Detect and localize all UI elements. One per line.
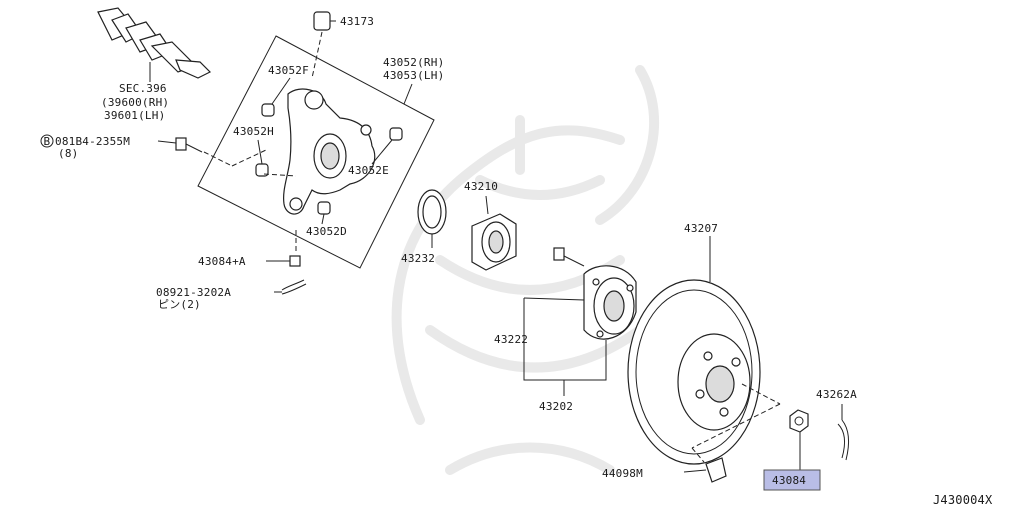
label-43052f: 43052F bbox=[268, 64, 309, 77]
label-43084[interactable]: 43084 bbox=[772, 474, 806, 487]
rotor-43207 bbox=[627, 236, 761, 465]
seal-43232 bbox=[417, 189, 447, 248]
cotter-pin-43262a bbox=[837, 404, 850, 461]
label-44098m: 44098M bbox=[602, 467, 643, 480]
dash-line-lower bbox=[691, 403, 781, 449]
label-43202: 43202 bbox=[539, 400, 573, 413]
knuckle bbox=[283, 88, 376, 215]
reference-code: J430004X bbox=[933, 493, 993, 507]
label-081b4-2355m: 081B4-2355M bbox=[55, 135, 130, 148]
nut-43084a bbox=[266, 230, 301, 267]
label-39600-rh: (39600(RH) bbox=[101, 96, 169, 109]
bolt-081b4 bbox=[175, 137, 297, 177]
label-pin-qty: ピン(2) bbox=[158, 298, 201, 311]
bushing-43173 bbox=[311, 11, 336, 79]
highlight-box-43084 bbox=[763, 469, 821, 491]
cap-44098m bbox=[683, 457, 727, 483]
label-43052e: 43052E bbox=[348, 164, 389, 177]
hub-43222 bbox=[523, 247, 637, 340]
label-bolt-circle: B bbox=[44, 135, 51, 148]
label-43232: 43232 bbox=[401, 252, 435, 265]
label-43210: 43210 bbox=[464, 180, 498, 193]
label-43262a: 43262A bbox=[816, 388, 857, 401]
bolt-circle-icon bbox=[40, 134, 54, 148]
drive-shaft bbox=[97, 7, 212, 82]
label-43052d: 43052D bbox=[306, 225, 347, 238]
label-08921-3202a: 08921-3202A bbox=[156, 286, 231, 299]
label-43052h: 43052H bbox=[233, 125, 274, 138]
cotter-pin-08921 bbox=[274, 279, 307, 295]
bracket-43202 bbox=[523, 298, 607, 396]
label-43084a: 43084+A bbox=[198, 255, 246, 268]
label-bolt-qty: (8) bbox=[58, 147, 78, 160]
label-43207: 43207 bbox=[684, 222, 718, 235]
nut-43084 bbox=[789, 409, 809, 470]
dash-line-upper bbox=[741, 383, 781, 405]
label-39601-lh: 39601(LH) bbox=[104, 109, 165, 122]
label-43173: 43173 bbox=[340, 15, 374, 28]
knuckle-assembly-box bbox=[197, 35, 435, 269]
label-43053-lh: 43053(LH) bbox=[383, 69, 444, 82]
watermark-emblem bbox=[391, 65, 659, 475]
label-43222: 43222 bbox=[494, 333, 528, 346]
label-sec-396: SEC.396 bbox=[119, 82, 167, 95]
bushings bbox=[255, 103, 403, 215]
label-43052-rh: 43052(RH) bbox=[383, 56, 444, 69]
dash-line-cap bbox=[691, 447, 705, 463]
bearing-43210 bbox=[471, 195, 517, 271]
